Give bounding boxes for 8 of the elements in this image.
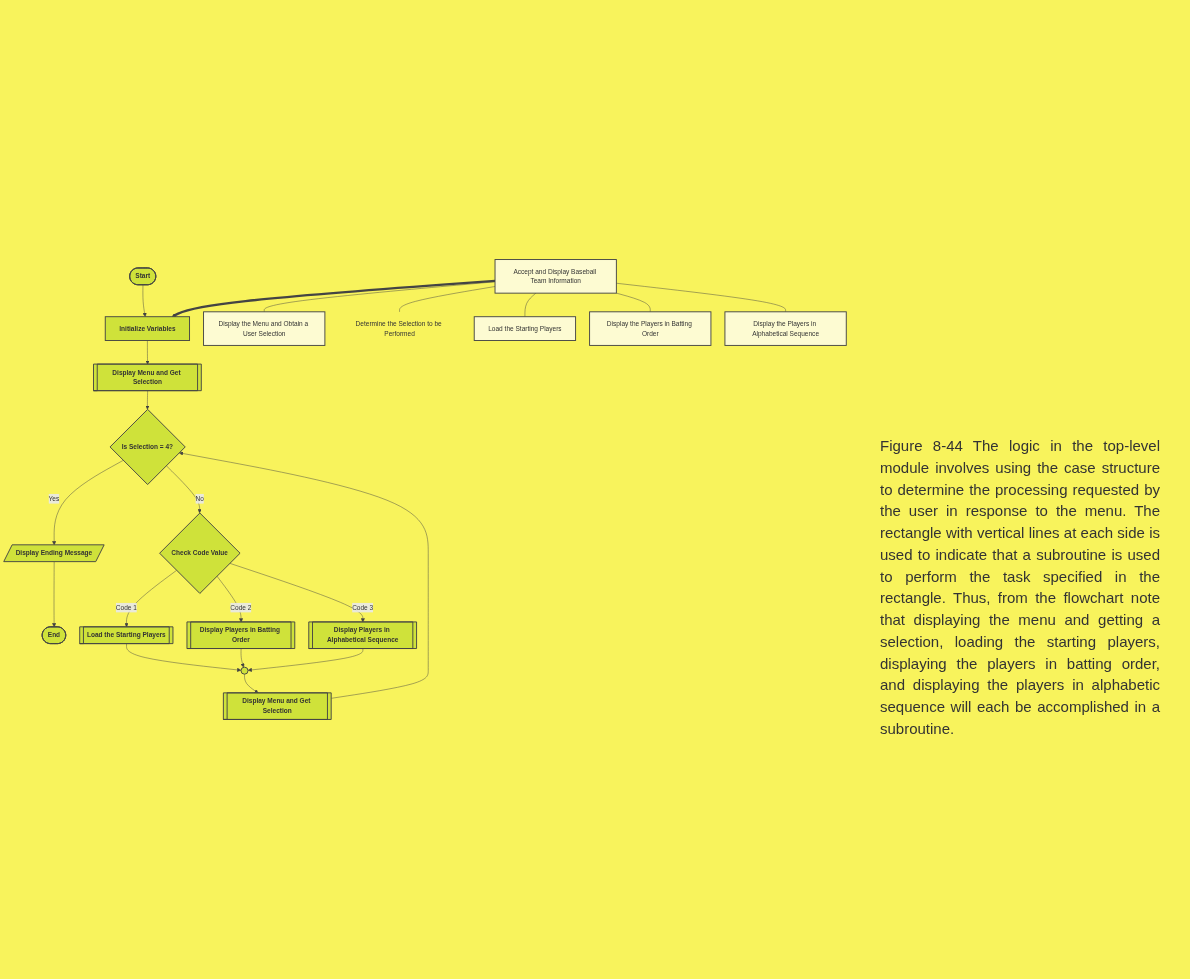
connector	[524, 292, 537, 317]
connector	[399, 286, 496, 313]
node-circle	[240, 666, 249, 675]
arrow	[171, 279, 496, 317]
figure-caption: Figure 8-44 The logic in the top-level module involves using the case structure to determine the processing requested by the user in response to the menu. The rectangle with vertical lines at each side is used to indicate that a subroutine is used to perform the task specified in the rectangle. Thus, from the flowchart note that displaying the menu and getting a selection, loading the starting players, displaying the players in batting order, and displaying the players in alphabetic sequence will each be accomplished in a subroutine.	[880, 436, 1160, 739]
connector	[264, 281, 496, 313]
connector	[616, 283, 786, 313]
connector	[616, 292, 651, 313]
